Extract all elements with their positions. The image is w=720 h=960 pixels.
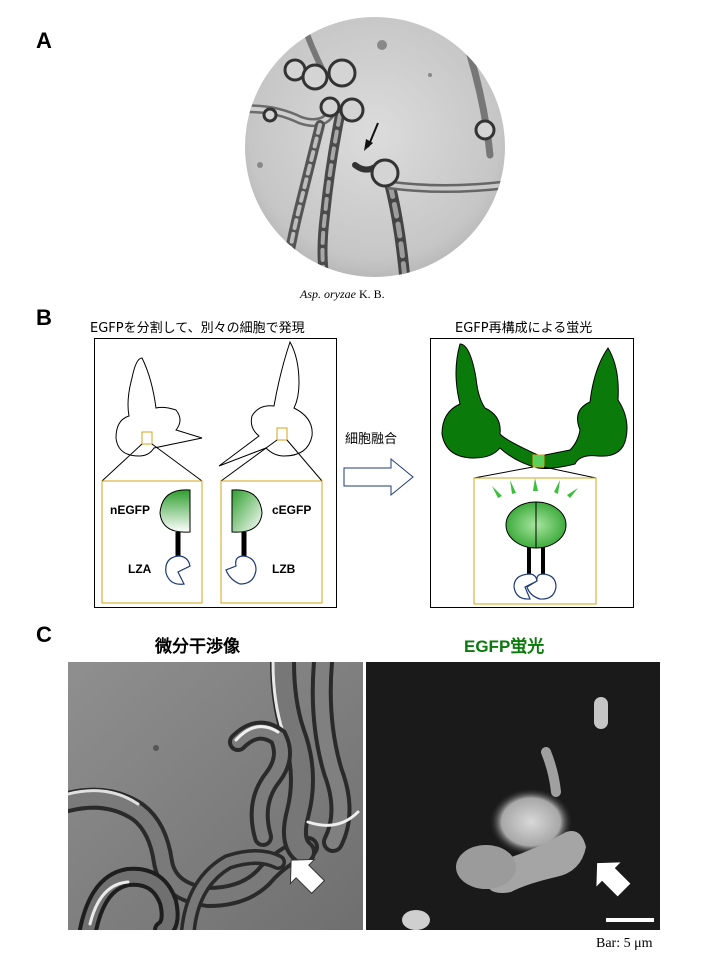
panel-letter-a: A [36,28,52,53]
lza-domain [165,555,191,585]
egfp-fluorescence-title: EGFP蛍光 [464,632,544,657]
egfp-micrograph [366,662,660,930]
reconstituted-egfp-caption: EGFP再構成による蛍光 [455,321,593,336]
lza-domain-bound [513,573,538,600]
cell-right-outline [218,340,313,467]
scale-bar-label: Bar: 5 μm [596,936,653,951]
split-egfp-caption: EGFPを分割して、別々の細胞で発現 [90,321,305,336]
fused-cells [441,343,628,469]
species-label: Asp. oryzae K. B. [300,287,385,302]
cell-left-outline [115,357,203,457]
dic-arrow-icon [289,858,326,895]
panel-letter-c: C [36,622,52,647]
fusion-arrow-icon [364,122,379,151]
species-author: K. B. [359,287,385,301]
lzb-domain-bound [526,573,557,600]
cegfp-half [231,489,263,533]
egfp-title-suffix: 蛍光 [510,637,545,657]
fusion-right-arrow-icon [343,457,414,497]
lzb-domain [225,555,257,585]
split-egfp-diagram [94,338,337,608]
species-name: Asp. oryzae [300,287,356,301]
reconstituted-egfp-diagram [430,338,634,608]
dic-image-title: 微分干渉像 [155,637,240,657]
cegfp-label: cEGFP [272,503,312,517]
negfp-label: nEGFP [110,503,151,517]
negfp-half [159,489,191,533]
cell-fusion-label: 細胞融合 [345,432,398,447]
scale-bar [606,918,654,922]
egfp-arrow-icon [596,862,631,897]
panel-a-micrograph [245,17,505,277]
egfp-title-green: EGFP [464,637,511,656]
lza-label: LZA [128,562,152,576]
panel-letter-b: B [36,305,52,330]
dic-micrograph [68,662,363,930]
lzb-label: LZB [272,562,296,576]
